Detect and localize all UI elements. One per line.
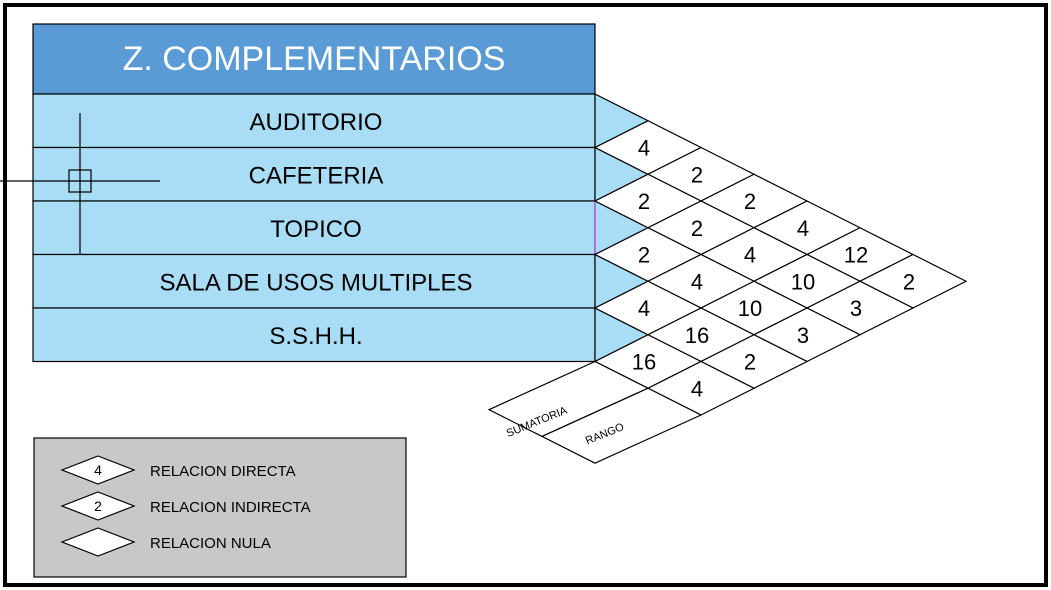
legend-label: RELACION INDIRECTA bbox=[150, 499, 311, 516]
zone-title: Z. COMPLEMENTARIOS bbox=[123, 40, 506, 78]
zone-header bbox=[32, 23, 596, 95]
legend-symbol bbox=[60, 455, 136, 485]
legend-symbol-value: 2 bbox=[94, 498, 102, 514]
sumatoria-value: 10 bbox=[738, 296, 762, 321]
relation-value: 2 bbox=[744, 189, 756, 214]
rango-value: 2 bbox=[744, 350, 756, 375]
zone-label: AUDITORIO bbox=[250, 109, 383, 136]
zone-row bbox=[32, 93, 596, 149]
legend-label: RELACION NULA bbox=[150, 535, 271, 552]
sumatoria-value: 10 bbox=[791, 269, 815, 294]
relation-value: 4 bbox=[638, 136, 650, 161]
zone-label: SALA DE USOS MULTIPLES bbox=[160, 269, 473, 296]
zone-label: TOPICO bbox=[270, 216, 362, 243]
rango-value: 2 bbox=[903, 269, 915, 294]
crosshair-icon bbox=[0, 113, 160, 254]
zone-row bbox=[32, 253, 596, 309]
legend-label: RELACION DIRECTA bbox=[150, 463, 296, 480]
rango-value: 3 bbox=[850, 296, 862, 321]
rango-value: 4 bbox=[691, 376, 703, 401]
zone-rows: AUDITORIO CAFETERIA TOPICO SALA DE USOS MUL… bbox=[32, 93, 596, 363]
relation-value: 4 bbox=[638, 296, 650, 321]
rango-value: 3 bbox=[797, 323, 809, 348]
sumatoria-value: 12 bbox=[844, 243, 868, 268]
relation-value: 2 bbox=[638, 243, 650, 268]
relation-matrix: 4 2 2 4 2 2 4 2 4 4 12 2 10 3 10 3 16 2 16 4 bbox=[487, 93, 968, 464]
relation-value: 4 bbox=[744, 243, 756, 268]
relation-value: 2 bbox=[691, 162, 703, 187]
zone-label: S.S.H.H. bbox=[269, 323, 362, 350]
relation-value: 2 bbox=[691, 216, 703, 241]
relation-value: 4 bbox=[691, 269, 703, 294]
relation-value: 2 bbox=[638, 189, 650, 214]
zone-row bbox=[32, 200, 596, 256]
legend-symbol bbox=[60, 491, 136, 521]
relation-value: 4 bbox=[797, 216, 809, 241]
legend-symbol bbox=[60, 527, 136, 557]
zone-label: CAFETERIA bbox=[249, 162, 384, 189]
sumatoria-value: 16 bbox=[632, 350, 656, 375]
legend: 4 RELACION DIRECTA 2 RELACION INDIRECTA RELA… bbox=[33, 437, 407, 578]
zone-row bbox=[32, 307, 596, 363]
zone-row bbox=[32, 146, 596, 202]
rango-strip bbox=[540, 387, 703, 464]
legend-symbol-value: 4 bbox=[94, 462, 102, 478]
sumatoria-value: 16 bbox=[685, 323, 709, 348]
